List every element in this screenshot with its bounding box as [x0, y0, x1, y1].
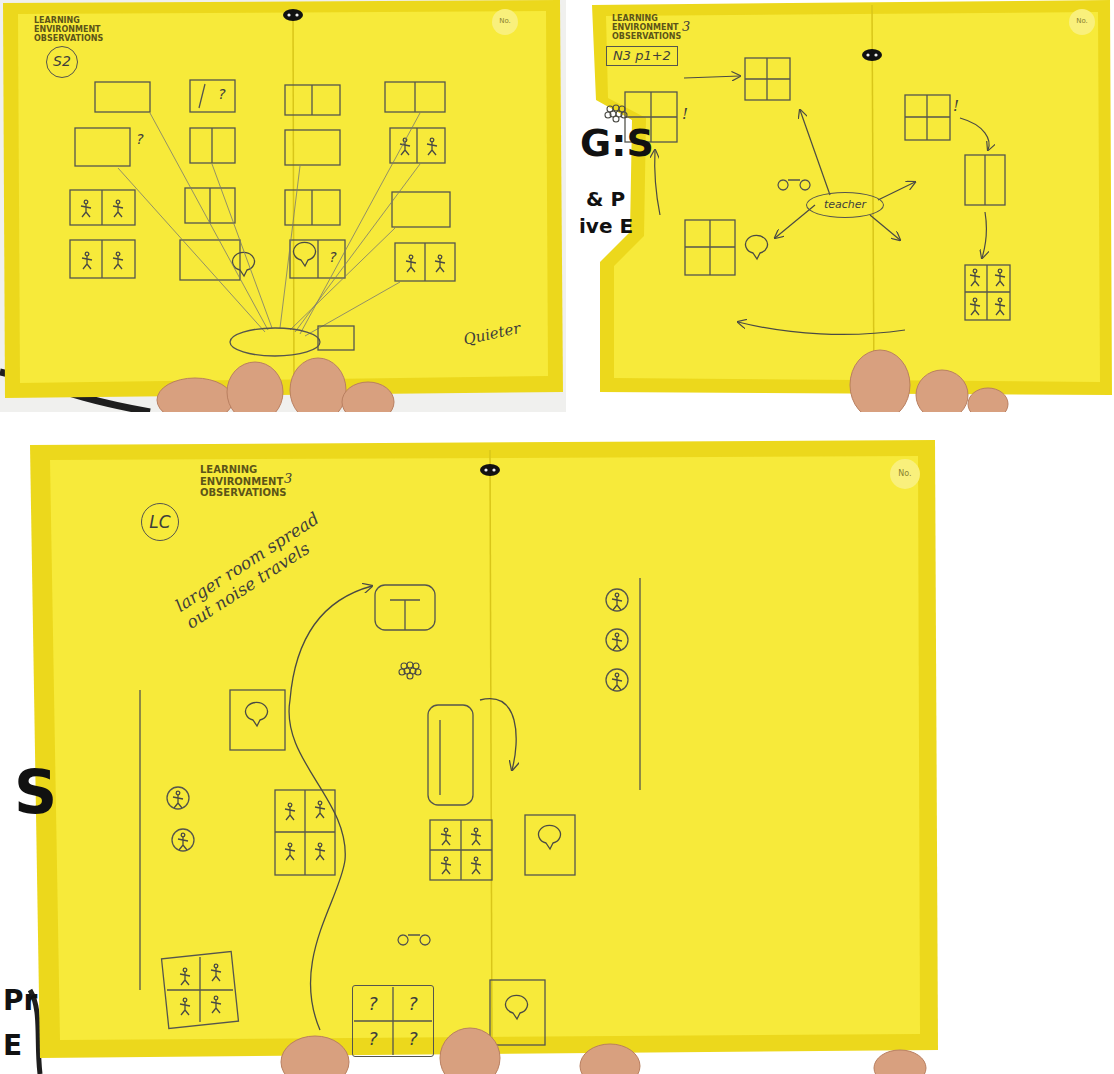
printed-header: LEARNING ENVIRONMENT OBSERVATIONS: [34, 16, 146, 44]
node-text: ?: [393, 1029, 433, 1049]
question-mark: ?: [327, 249, 338, 266]
node-text: No.: [1076, 18, 1088, 26]
sheet-code-circle: S2: [46, 46, 78, 78]
printed-header: LEARNING ENVIRONMENT OBSERVATIONS: [612, 14, 724, 42]
exclamation-mark: !: [682, 106, 688, 123]
node-text: LC: [149, 513, 170, 532]
node-text: ?: [136, 132, 143, 147]
handwritten-note: larger room spread out noise travels: [172, 505, 340, 633]
node-text: ?: [353, 1029, 393, 1049]
background-print: G:S: [580, 122, 654, 166]
number-disk: No.: [1069, 9, 1095, 35]
question-mark: ?: [134, 131, 145, 148]
background-print: S: [14, 758, 57, 827]
node-text: ?: [353, 994, 393, 1014]
number-disk: No.: [890, 459, 920, 489]
background-print: & P: [586, 188, 625, 211]
node-text: ?: [329, 250, 336, 265]
node-text: ?: [393, 994, 433, 1014]
node-text: No.: [898, 470, 911, 479]
node-text: S2: [53, 54, 71, 69]
handwritten-number: 3: [284, 472, 292, 487]
background-print: Pr: [3, 985, 37, 1017]
printed-header: LEARNING ENVIRONMENT OBSERVATIONS: [200, 464, 340, 499]
handwritten-number: 3: [682, 20, 690, 35]
exclamation-mark: !: [953, 98, 959, 115]
background-print: E: [3, 1030, 22, 1062]
node-text: N3 p1+2: [613, 49, 671, 63]
question-desk: ????: [352, 985, 434, 1057]
teacher-oval: teacher: [806, 192, 884, 218]
sheet-code-box: N3 p1+2: [606, 46, 678, 66]
handwritten-note: Quieter: [462, 320, 522, 349]
node-text: teacher: [824, 199, 866, 211]
sheet-code-circle: LC: [141, 503, 179, 541]
number-disk: No.: [492, 9, 518, 35]
node-text: ?: [218, 87, 225, 102]
node-text: No.: [499, 18, 511, 26]
question-mark: ?: [216, 86, 227, 103]
background-print: ive E: [579, 215, 633, 238]
